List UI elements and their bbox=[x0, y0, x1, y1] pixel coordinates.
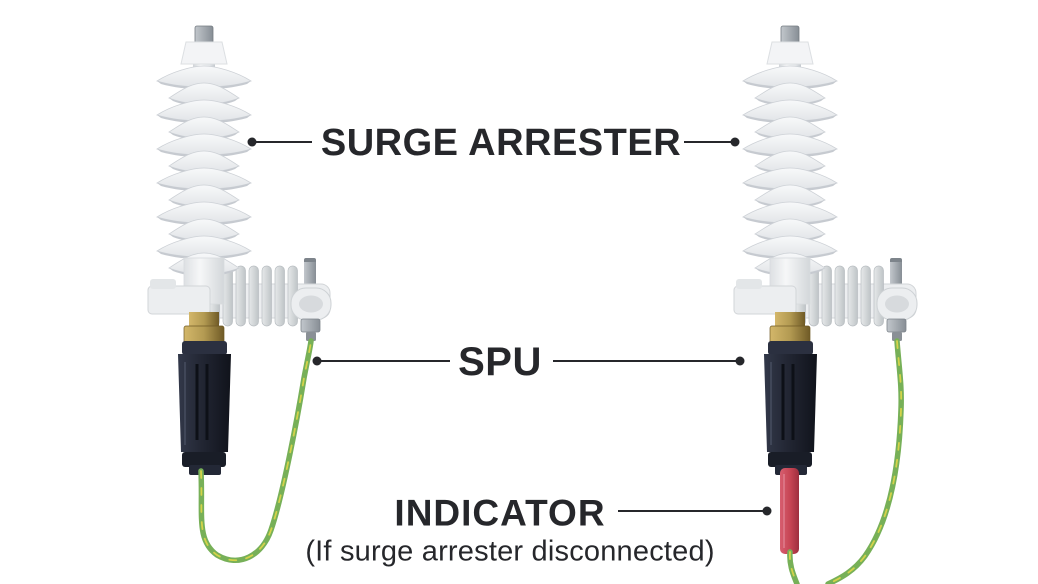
shed-underside bbox=[157, 115, 251, 124]
shed-underside bbox=[743, 251, 837, 260]
ground-wire bbox=[825, 338, 904, 584]
insulator-fin bbox=[821, 265, 832, 327]
right-ground-wire bbox=[787, 338, 904, 584]
leader-dot bbox=[730, 137, 740, 147]
insulator-fin bbox=[248, 265, 259, 327]
top-bolt bbox=[194, 25, 214, 45]
ground-nut bbox=[886, 318, 907, 333]
spu-body bbox=[764, 354, 817, 452]
indicator-note: (If surge arrester disconnected) bbox=[305, 535, 715, 568]
top-cap bbox=[180, 41, 228, 65]
ground-wire-stripe bbox=[788, 551, 798, 584]
shed-underside bbox=[743, 217, 837, 226]
spu-collar bbox=[182, 341, 227, 355]
shed-underside bbox=[157, 217, 251, 226]
spu-bottom-cap bbox=[182, 452, 226, 467]
brass-connector-top bbox=[775, 312, 805, 326]
leader-dot bbox=[312, 356, 322, 366]
insulator-fin bbox=[847, 265, 858, 327]
spu-collar bbox=[768, 341, 813, 355]
leader-dot bbox=[247, 137, 257, 147]
ground-wire-stripe bbox=[200, 340, 312, 561]
indicator-rod-body bbox=[780, 468, 799, 554]
insulator-fin bbox=[808, 265, 819, 327]
wire-clamp bbox=[306, 332, 316, 341]
ground-wire-stripe bbox=[827, 340, 903, 584]
brass-connector bbox=[769, 325, 811, 344]
shed-underside bbox=[157, 183, 251, 192]
bracket-step bbox=[150, 279, 176, 289]
indicator-label: INDICATOR bbox=[394, 492, 606, 534]
shed-underside bbox=[743, 81, 837, 90]
left-ground-wire bbox=[198, 338, 314, 563]
shed-underside bbox=[743, 115, 837, 124]
leader-dot bbox=[762, 506, 772, 516]
insulator-fin bbox=[235, 265, 246, 327]
top-bolt bbox=[780, 25, 800, 45]
bracket-plate bbox=[733, 285, 797, 315]
insulator-fin bbox=[261, 265, 272, 327]
insulator-fin bbox=[274, 265, 285, 327]
shed-underside bbox=[157, 251, 251, 260]
shed-underside bbox=[743, 183, 837, 192]
insulator-fin bbox=[860, 265, 871, 327]
spu-body bbox=[178, 354, 231, 452]
bracket-plate bbox=[147, 285, 211, 315]
shed-underside bbox=[157, 81, 251, 90]
surge-arrester-label: SURGE ARRESTER bbox=[320, 122, 682, 164]
insulator-fin bbox=[834, 265, 845, 327]
left-arrester-assembly bbox=[147, 25, 332, 475]
ground-nut bbox=[300, 318, 321, 333]
flange-hub bbox=[299, 295, 323, 313]
leader-lines bbox=[247, 137, 772, 516]
spu-foot bbox=[189, 465, 221, 475]
bracket-step bbox=[736, 279, 762, 289]
flange-hub bbox=[885, 295, 909, 313]
ground-wire bbox=[787, 549, 800, 584]
right-arrester-assembly bbox=[733, 25, 918, 475]
brass-connector bbox=[183, 325, 225, 344]
indicator-rod bbox=[780, 468, 799, 554]
shed-underside bbox=[743, 149, 837, 158]
shed-underside bbox=[157, 149, 251, 158]
insulator-fin bbox=[222, 265, 233, 327]
leader-dot bbox=[735, 356, 745, 366]
spu-label: SPU bbox=[458, 340, 542, 384]
brass-connector-top bbox=[189, 312, 219, 326]
spu-bottom-cap bbox=[768, 452, 812, 467]
wire-clamp bbox=[892, 332, 902, 341]
top-cap bbox=[766, 41, 814, 65]
